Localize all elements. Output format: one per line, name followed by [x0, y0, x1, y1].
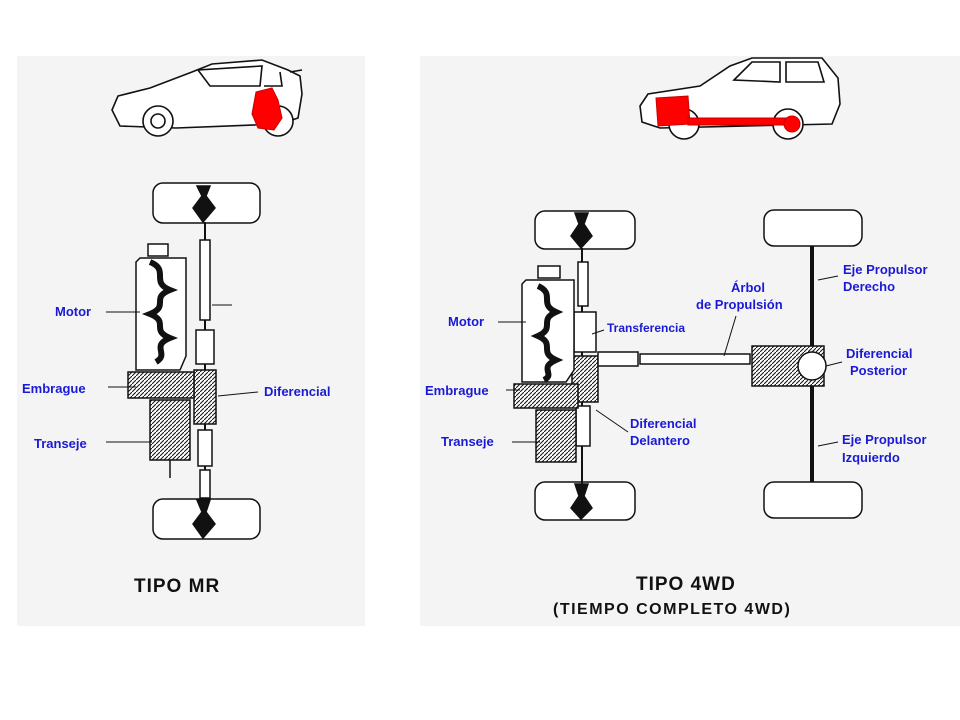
4wd-label-embrague: Embrague — [425, 383, 489, 398]
4wd-label-transeje: Transeje — [441, 434, 494, 449]
4wd-label-diferencial-posterior-2: Posterior — [850, 363, 908, 378]
mr-drivetrain — [106, 182, 261, 540]
4wd-label-transferencia: Transferencia — [607, 321, 686, 335]
mr-label-embrague: Embrague — [22, 381, 86, 396]
4wd-title: TIPO 4WD — [636, 574, 736, 595]
mr-engine-highlight — [251, 87, 283, 131]
4wd-drivetrain-highlight — [655, 95, 801, 133]
4wd-label-arbol-2: de Propulsión — [696, 297, 783, 312]
mr-transaxle — [149, 399, 191, 461]
4wd-label-eje-izquierdo-2: Izquierdo — [842, 450, 900, 465]
4wd-drivetrain — [498, 209, 863, 521]
4wd-label-eje-izquierdo-1: Eje Propulsor — [842, 432, 927, 447]
mr-label-transeje: Transeje — [34, 436, 87, 451]
4wd-right-wheel — [763, 209, 863, 247]
4wd-transaxle — [535, 409, 577, 463]
4wd-label-eje-derecho-1: Eje Propulsor — [843, 262, 928, 277]
mr-label-diferencial: Diferencial — [264, 384, 331, 399]
4wd-label-diferencial-delantero-1: Diferencial — [630, 416, 697, 431]
mr-title: TIPO MR — [134, 576, 221, 597]
4wd-label-eje-derecho-2: Derecho — [843, 279, 896, 294]
mr-engine-block — [135, 257, 187, 371]
4wd-propeller-shaft — [639, 353, 751, 365]
4wd-label-arbol-1: Árbol — [731, 280, 765, 295]
4wd-label-motor: Motor — [448, 314, 485, 329]
4wd-panel — [420, 56, 960, 626]
4wd-subtitle: (TIEMPO COMPLETO 4WD) — [553, 601, 792, 618]
4wd-label-diferencial-posterior-1: Diferencial — [846, 346, 913, 361]
4wd-left-wheel — [763, 481, 863, 519]
mr-label-motor: Motor — [55, 304, 92, 319]
4wd-label-diferencial-delantero-2: Delantero — [630, 433, 690, 448]
